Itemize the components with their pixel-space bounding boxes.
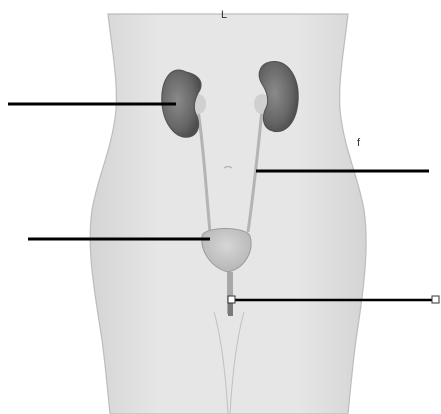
stray-mark-side: f [357, 137, 361, 149]
stray-mark-top: L [221, 9, 227, 21]
line-endpoint-handle-start[interactable] [228, 296, 235, 303]
torso-silhouette [90, 14, 366, 414]
line-endpoint-handle-end[interactable] [432, 296, 439, 303]
